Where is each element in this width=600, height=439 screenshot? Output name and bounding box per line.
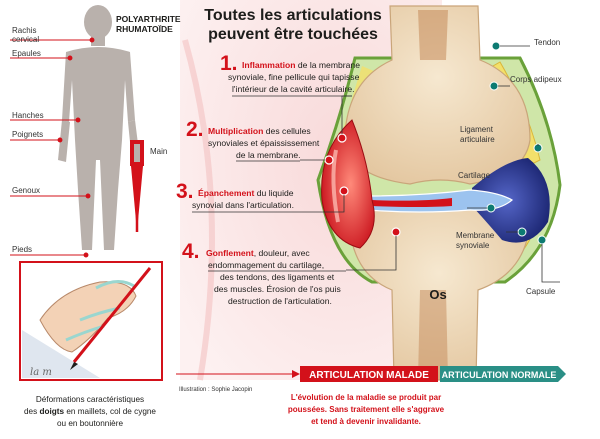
- step-4-line-2: endommagement du cartilage,: [208, 260, 324, 270]
- step-4-line-1: Gonflement, douleur, avec: [206, 248, 310, 258]
- title-line-1: Toutes les articulations: [204, 7, 382, 24]
- disease-line-1: POLYARTHRITE: [116, 14, 181, 24]
- body-leaders: [10, 37, 95, 258]
- label-genoux: Genoux: [12, 186, 40, 195]
- label-ligament-2: articulaire: [460, 135, 495, 144]
- label-os: Os: [429, 287, 446, 302]
- banner-normale-text: ARTICULATION NORMALE: [442, 370, 557, 380]
- label-pieds: Pieds: [12, 245, 32, 254]
- step-3-line-1: Épanchement du liquide: [198, 188, 294, 198]
- step-1-line-2: synoviale, fine pellicule qui tapisse: [228, 72, 360, 82]
- hand-marker: [130, 140, 144, 232]
- hand-inset: la m: [19, 261, 163, 381]
- anatomy-leaders: [467, 45, 560, 283]
- step-3-line-2: synovial dans l'articulation.: [192, 200, 294, 210]
- evolution-line-2: poussées. Sans traitement elle s'aggrave: [288, 405, 445, 414]
- step-3: 3. Épanchement du liquide synovial dans …: [176, 180, 294, 213]
- step-1-line-3: l'intérieur de la cavité articulaire.: [232, 84, 355, 94]
- human-silhouette: [58, 5, 140, 250]
- hand-caption-line-2: des doigts en maillets, col de cygne: [24, 407, 156, 416]
- evolution-line-3: et tend à devenir invalidante.: [311, 417, 421, 426]
- step-2-line-1: Multiplication des cellules: [208, 126, 311, 136]
- step-4-number: 4.: [182, 240, 200, 263]
- step-1-line-1: Inflammation de la membrane: [242, 60, 360, 70]
- step-2-line-2: synoviales et épaississement: [208, 138, 320, 148]
- banner-malade-text: ARTICULATION MALADE: [309, 370, 429, 381]
- step-1-number: 1.: [220, 52, 238, 75]
- label-rachis-2: cervical: [12, 35, 39, 44]
- disease-dots: [324, 133, 401, 237]
- signature-scribble: la m: [30, 367, 52, 378]
- step-2-line-3: de la membrane.: [236, 150, 301, 160]
- evolution-line-1: L'évolution de la maladie se produit par: [291, 393, 441, 402]
- label-hanches: Hanches: [12, 111, 44, 120]
- step-4-line-4: des muscles. Érosion de l'os puis: [214, 284, 341, 294]
- step-2-number: 2.: [186, 118, 204, 141]
- step-4-line-5: destruction de l'articulation.: [228, 296, 332, 306]
- step-4-line-3: des tendons, des ligaments et: [220, 272, 335, 282]
- hand-caption-line-1: Déformations caractéristiques: [36, 395, 144, 404]
- label-membrane-2: synoviale: [456, 241, 490, 250]
- label-membrane-1: Membrane: [456, 231, 495, 240]
- disease-line-2: RHUMATOÏDE: [116, 24, 173, 34]
- label-rachis-1: Rachis: [12, 26, 36, 35]
- banner-normale: ARTICULATION NORMALE: [440, 366, 566, 382]
- step-2: 2. Multiplication des cellules synoviale…: [186, 118, 320, 162]
- label-main: Main: [150, 147, 167, 156]
- label-tendon: Tendon: [534, 38, 560, 47]
- illustration-credit: Illustration : Sophie Jacopin: [179, 387, 252, 393]
- label-corps-adipeux: Corps adipeux: [510, 75, 562, 84]
- label-poignets: Poignets: [12, 130, 43, 139]
- step-1: 1. Inflammation de la membrane synoviale…: [220, 52, 360, 97]
- label-cartilage: Cartilage: [458, 171, 491, 180]
- step-3-number: 3.: [176, 180, 194, 203]
- title-line-2: peuvent être touchées: [208, 26, 378, 43]
- label-capsule: Capsule: [526, 287, 556, 296]
- hand-caption-line-3: ou en boutonnière: [57, 419, 123, 428]
- label-epaules: Epaules: [12, 49, 41, 58]
- label-ligament-1: Ligament: [460, 125, 494, 134]
- step-4: 4. Gonflement, douleur, avec endommageme…: [182, 240, 346, 306]
- banner-malade: ARTICULATION MALADE: [176, 366, 438, 382]
- knee-joint-illustration: [316, 5, 562, 381]
